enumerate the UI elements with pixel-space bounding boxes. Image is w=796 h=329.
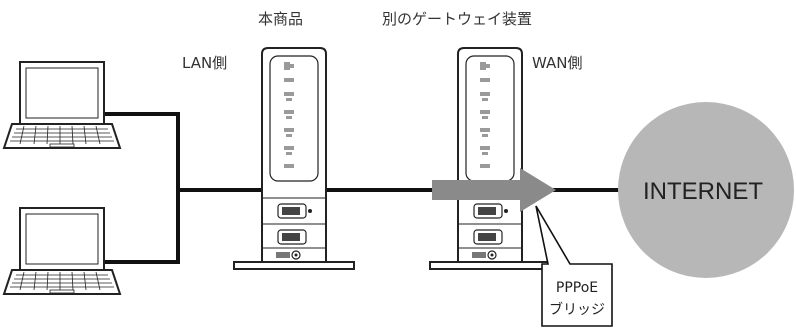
- lan-side-label: LAN側: [182, 54, 227, 72]
- laptop-icon: [3, 207, 121, 295]
- callout-line-1: PPPoE: [556, 280, 598, 296]
- pppoe-arrow: [432, 168, 556, 212]
- callout-line-2: ブリッジ: [549, 301, 605, 318]
- pppoe-bridge-callout: PPPoE ブリッジ: [535, 205, 613, 327]
- other-gateway-label: 別のゲートウェイ装置: [382, 10, 532, 28]
- internet-label: INTERNET: [643, 178, 763, 205]
- wan-side-label: WAN側: [532, 54, 583, 72]
- router-icon: [233, 47, 355, 270]
- router-icon: [429, 47, 551, 270]
- lan-cables: [94, 112, 268, 264]
- laptop-icon: [3, 61, 121, 149]
- this-product-label: 本商品: [258, 10, 303, 28]
- globe-icon: [618, 102, 794, 278]
